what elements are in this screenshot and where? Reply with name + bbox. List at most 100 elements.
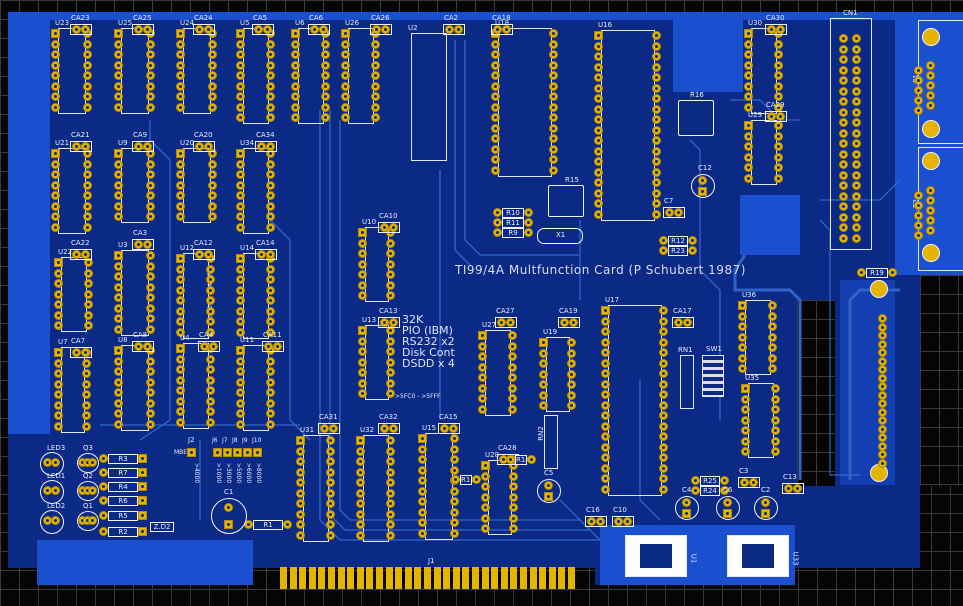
pad bbox=[55, 311, 62, 319]
pad bbox=[267, 328, 274, 336]
ic-label: U15 bbox=[422, 424, 437, 432]
pot-r16[interactable] bbox=[678, 100, 714, 136]
pad bbox=[879, 434, 886, 441]
pad bbox=[372, 114, 379, 121]
led-led2 bbox=[40, 510, 64, 534]
pad bbox=[327, 521, 334, 528]
pad bbox=[79, 487, 86, 494]
pad bbox=[177, 160, 184, 168]
pad bbox=[721, 487, 728, 494]
pad bbox=[510, 462, 517, 469]
transistor-q3 bbox=[77, 453, 99, 473]
pad bbox=[853, 119, 860, 126]
ic-u21 bbox=[58, 148, 86, 234]
pad bbox=[84, 72, 91, 79]
transistor-q1 bbox=[77, 511, 99, 531]
capacitor-label: CA31 bbox=[319, 413, 338, 421]
pad bbox=[390, 425, 397, 432]
pot-r15[interactable] bbox=[548, 185, 584, 217]
switch-sw1[interactable] bbox=[702, 355, 724, 397]
ic-label: U23 bbox=[55, 19, 70, 27]
pad bbox=[689, 247, 696, 254]
pad bbox=[492, 166, 499, 174]
pad bbox=[210, 343, 217, 350]
jumper-pad[interactable] bbox=[214, 449, 221, 456]
pad bbox=[84, 459, 91, 466]
pad bbox=[258, 251, 265, 258]
pad bbox=[545, 481, 552, 489]
jumper-pad[interactable] bbox=[224, 449, 231, 456]
rn1-label: RN1 bbox=[678, 346, 693, 354]
pad bbox=[147, 51, 154, 58]
pad bbox=[79, 517, 86, 524]
pad bbox=[322, 51, 329, 58]
pad bbox=[745, 51, 752, 58]
pad bbox=[85, 322, 92, 329]
pad bbox=[387, 379, 394, 387]
pad bbox=[372, 30, 379, 37]
resistor-r4: R4 bbox=[108, 482, 138, 492]
jumper-pad[interactable] bbox=[234, 449, 241, 456]
pad bbox=[372, 61, 379, 69]
pad bbox=[359, 327, 366, 334]
pad bbox=[359, 239, 366, 247]
jumper-pad[interactable] bbox=[254, 449, 261, 456]
ic-label: U9 bbox=[118, 139, 128, 147]
pad bbox=[267, 276, 274, 283]
pad bbox=[492, 103, 499, 111]
pad bbox=[479, 405, 486, 413]
capacitor-c13 bbox=[782, 483, 804, 494]
pad bbox=[85, 311, 92, 319]
pad bbox=[55, 280, 62, 287]
pad bbox=[177, 51, 184, 58]
pad bbox=[840, 171, 847, 179]
pad bbox=[479, 353, 486, 360]
pad bbox=[207, 328, 214, 336]
capacitor-label: CA21 bbox=[71, 131, 90, 139]
zener-diode: Z.D2 bbox=[150, 522, 174, 532]
pad bbox=[267, 51, 274, 58]
pad bbox=[267, 378, 274, 386]
pad bbox=[292, 103, 299, 111]
pad bbox=[177, 408, 184, 415]
j2-pad[interactable] bbox=[188, 449, 195, 456]
pad bbox=[84, 192, 91, 199]
regulator-u1 bbox=[625, 535, 687, 577]
pad bbox=[84, 103, 91, 111]
pad bbox=[840, 119, 847, 126]
pad bbox=[83, 391, 90, 398]
pad bbox=[684, 319, 691, 326]
pad bbox=[441, 425, 448, 432]
pad bbox=[510, 514, 517, 522]
resistor-r13: R13 bbox=[460, 475, 475, 485]
edge-finger bbox=[520, 567, 527, 589]
ic-label: U17 bbox=[605, 296, 620, 304]
capacitor-ca5 bbox=[252, 24, 274, 35]
pad bbox=[387, 369, 394, 376]
pad bbox=[177, 255, 184, 262]
pad bbox=[595, 147, 602, 155]
pad bbox=[507, 319, 514, 326]
pad bbox=[330, 425, 337, 432]
pad bbox=[509, 384, 516, 392]
pad bbox=[660, 391, 667, 398]
pad bbox=[853, 87, 860, 95]
jumper-pad[interactable] bbox=[244, 449, 251, 456]
capacitor-label: C10 bbox=[613, 506, 627, 514]
pad bbox=[840, 87, 847, 95]
ic-u30 bbox=[751, 28, 777, 114]
pad bbox=[550, 93, 557, 100]
pad bbox=[540, 370, 547, 378]
edge-finger bbox=[356, 567, 364, 589]
edge-finger bbox=[376, 567, 383, 589]
pad bbox=[419, 519, 426, 526]
pad bbox=[327, 510, 334, 518]
pad bbox=[327, 479, 334, 486]
ic-label: U3 bbox=[118, 241, 128, 249]
pad bbox=[602, 422, 609, 430]
pad bbox=[237, 255, 244, 262]
pad bbox=[264, 26, 271, 33]
pad bbox=[147, 283, 154, 291]
pad bbox=[237, 368, 244, 375]
pad bbox=[653, 116, 660, 123]
